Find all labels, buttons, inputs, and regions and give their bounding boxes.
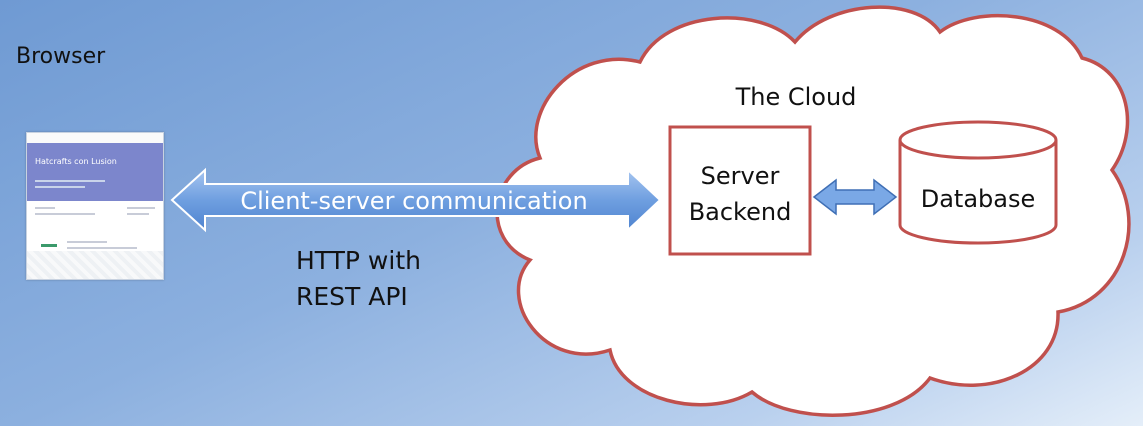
browser-label: Browser	[16, 44, 106, 69]
database-cylinder	[898, 140, 1058, 245]
database-label: Database	[921, 185, 1036, 213]
protocol-label: HTTP with REST API	[296, 243, 421, 315]
thumbnail-badge	[41, 244, 57, 247]
thumbnail-hero-line	[35, 186, 85, 188]
thumbnail-text-line	[35, 213, 95, 215]
server-database-arrow	[812, 178, 898, 216]
protocol-label-line1: HTTP with	[296, 246, 421, 275]
server-backend-box	[668, 125, 812, 256]
server-label-line2: Backend	[689, 198, 792, 226]
cloud-label: The Cloud	[735, 83, 857, 111]
client-server-arrow-label: Client-server communication	[240, 187, 587, 215]
thumbnail-text-line	[67, 241, 107, 243]
thumbnail-text-line	[127, 213, 149, 215]
browser-thumbnail: Hatcrafts con Lusion	[26, 132, 164, 280]
thumbnail-title: Hatcrafts con Lusion	[35, 157, 117, 166]
database-cylinder-top	[898, 120, 1058, 160]
cloud-shape	[495, 5, 1131, 417]
protocol-label-line2: REST API	[296, 282, 408, 311]
server-label-line1: Server	[701, 162, 780, 190]
thumbnail-hero-line	[35, 180, 105, 182]
thumbnail-text-line	[67, 247, 137, 249]
thumbnail-text-line	[127, 207, 155, 209]
thumbnail-hero	[27, 143, 163, 201]
thumbnail-text-line	[35, 207, 55, 209]
client-server-arrow	[170, 167, 662, 233]
thumbnail-footer	[27, 251, 163, 279]
